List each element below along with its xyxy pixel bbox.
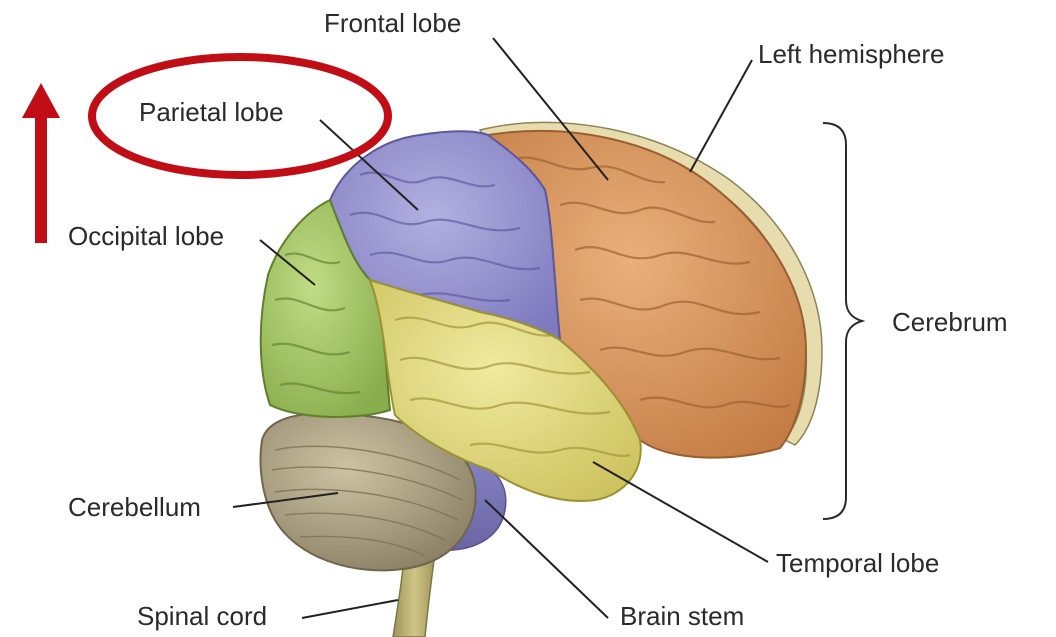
cerebrum-bracket xyxy=(823,123,862,519)
leader-brainstem xyxy=(485,500,608,618)
leader-hemisphere xyxy=(690,60,752,172)
leader-spinal xyxy=(302,600,398,618)
label-parietal-lobe: Parietal lobe xyxy=(139,99,284,125)
label-cerebellum: Cerebellum xyxy=(68,494,201,520)
label-brain-stem: Brain stem xyxy=(620,603,744,629)
label-spinal-cord: Spinal cord xyxy=(137,603,267,629)
label-left-hemisphere: Left hemisphere xyxy=(758,41,944,67)
label-frontal-lobe: Frontal lobe xyxy=(324,10,461,36)
up-arrow-icon xyxy=(22,83,60,243)
leader-temporal xyxy=(593,462,768,562)
label-occipital-lobe: Occipital lobe xyxy=(68,223,224,249)
label-cerebrum: Cerebrum xyxy=(892,309,1008,335)
label-temporal-lobe: Temporal lobe xyxy=(776,550,939,576)
